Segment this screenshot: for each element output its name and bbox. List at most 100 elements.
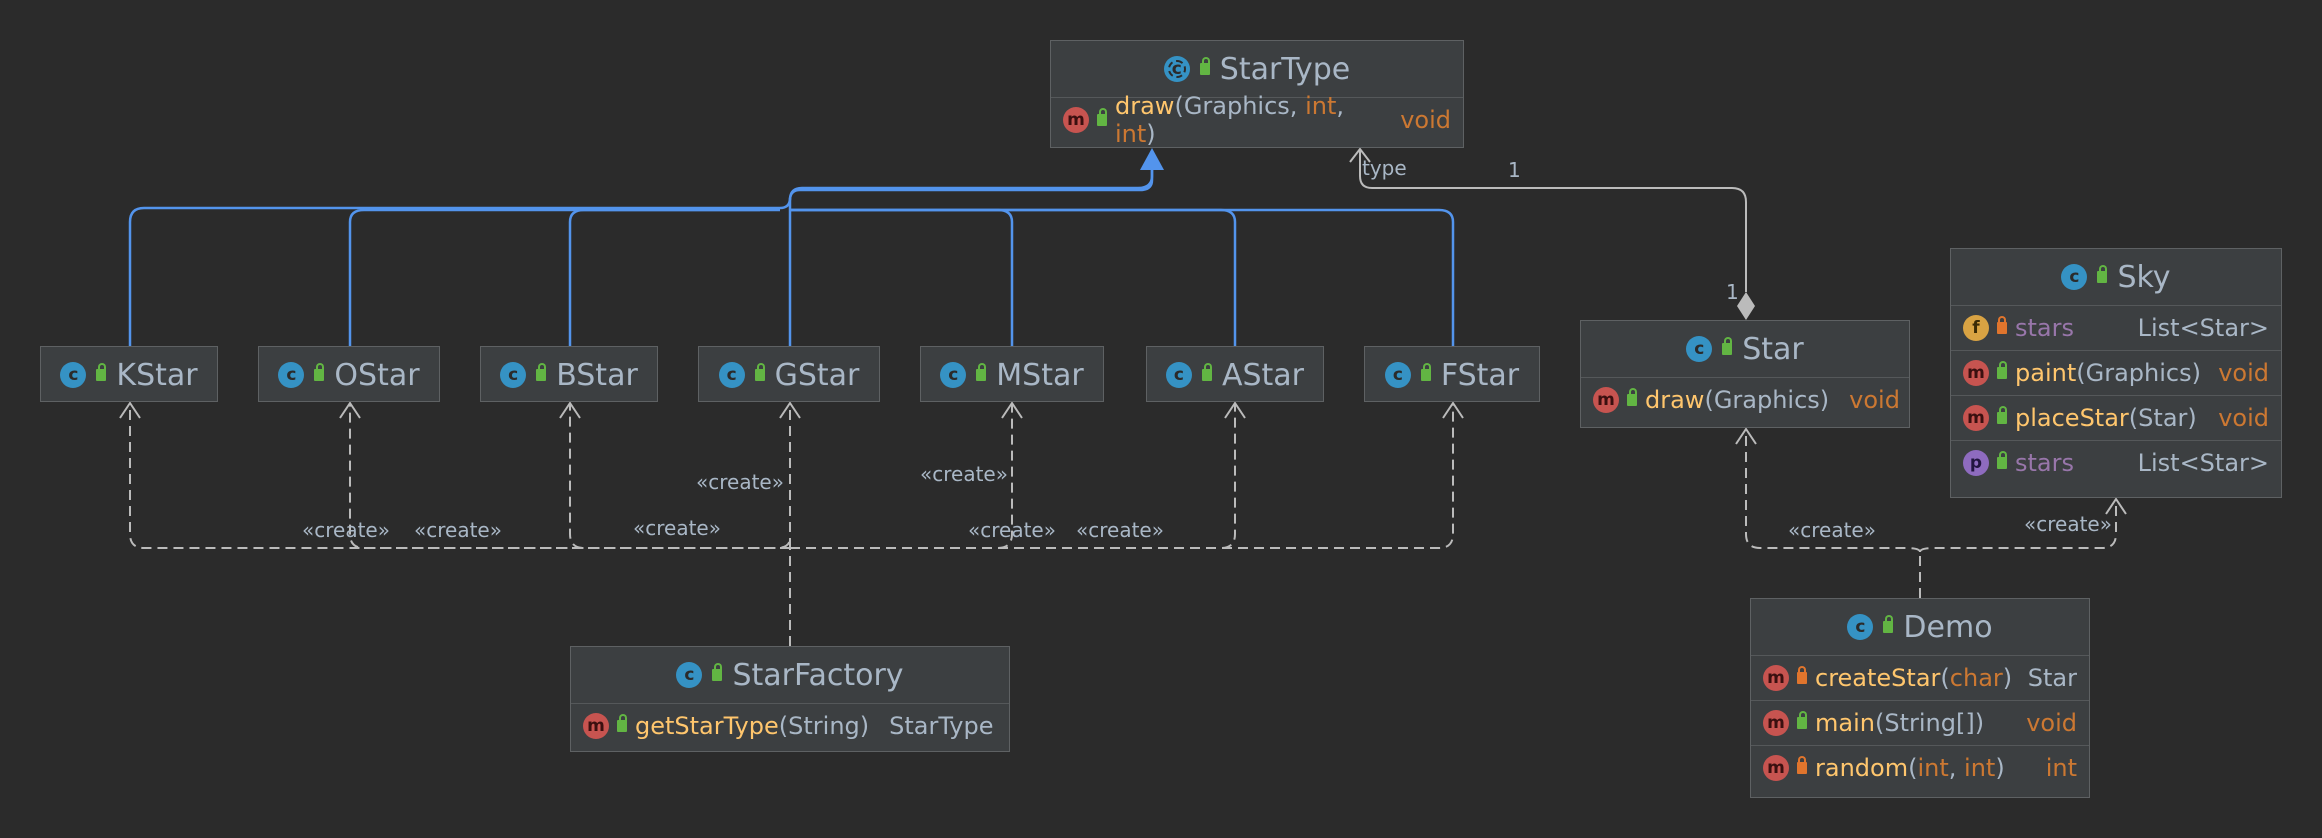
label-create-fstar: «create»: [1076, 518, 1164, 542]
class-name: BStar: [556, 357, 638, 393]
node-star[interactable]: c Star m draw(Graphics) void: [1580, 320, 1910, 428]
member-placestar[interactable]: m placeStar(Star) void: [1951, 395, 2281, 440]
member-main[interactable]: m main(String[]) void: [1751, 700, 2089, 745]
method-icon: m: [1063, 107, 1089, 133]
public-icon: [1797, 711, 1807, 729]
member-getstartype[interactable]: m getStarType(String) StarType: [571, 703, 1009, 748]
node-header: c GStar: [699, 347, 879, 403]
class-icon: c: [718, 362, 745, 388]
class-icon: c: [60, 362, 87, 388]
param-type: Graphics: [2085, 359, 2192, 387]
property-icon: p: [1963, 450, 1989, 476]
member-draw[interactable]: m draw(Graphics) void: [1581, 377, 1909, 422]
method-icon: m: [1963, 360, 1989, 386]
abstract-class-icon: c: [1163, 56, 1190, 82]
method-name: main: [1815, 709, 1875, 737]
node-kstar[interactable]: c KStar: [40, 346, 218, 402]
public-icon: [1199, 57, 1210, 75]
node-header: c Star: [1581, 321, 1909, 377]
class-icon: c: [1384, 362, 1411, 388]
method-signature: draw(Graphics, int, int): [1115, 92, 1344, 148]
node-startype[interactable]: c StarType m draw(Graphics, int, int) vo…: [1050, 40, 1464, 148]
public-icon: [1997, 451, 2007, 469]
public-icon: [1883, 615, 1894, 633]
label-type: type: [1362, 156, 1407, 180]
return-type: void: [1400, 106, 1451, 134]
property-type: List<Star>: [2137, 449, 2269, 477]
label-create-bstar: «create»: [633, 516, 721, 540]
method-signature: createStar(char): [1815, 664, 2013, 692]
inheritance-arrowhead: [1140, 148, 1164, 170]
class-icon: c: [1847, 614, 1874, 640]
node-sky[interactable]: c Sky f stars List<Star> m paint(Graphic…: [1950, 248, 2282, 498]
node-header: c MStar: [921, 347, 1103, 403]
class-name: StarFactory: [732, 657, 904, 693]
method-name: random: [1815, 754, 1909, 782]
node-header: c AStar: [1147, 347, 1323, 403]
class-icon: c: [2061, 264, 2088, 290]
class-name: FStar: [1440, 357, 1520, 393]
class-name: Sky: [2117, 259, 2171, 295]
node-header: c Demo: [1751, 599, 2089, 655]
label-create-ostar: «create»: [414, 518, 502, 542]
member-paint[interactable]: m paint(Graphics) void: [1951, 350, 2281, 395]
param-type: Graphics: [1183, 92, 1290, 120]
private-icon: [1797, 666, 1807, 684]
inheritance-edges: [128, 168, 1455, 348]
return-type: StarType: [889, 712, 994, 740]
method-name: draw: [1645, 386, 1705, 414]
member-random[interactable]: m random(int, int) int: [1751, 745, 2089, 790]
node-astar[interactable]: c AStar: [1146, 346, 1324, 402]
method-name: createStar: [1815, 664, 1941, 692]
public-icon: [1201, 363, 1212, 381]
node-header: c OStar: [259, 347, 439, 403]
edge-mstar-startype: [790, 208, 1014, 348]
param-type: char: [1949, 664, 2003, 692]
class-name: MStar: [996, 357, 1084, 393]
param-type: int: [1964, 754, 1996, 782]
member-field-stars[interactable]: f stars List<Star>: [1951, 305, 2281, 350]
create-edges-demo: [1745, 432, 2117, 598]
private-icon: [1997, 316, 2007, 334]
public-icon: [1420, 363, 1431, 381]
public-icon: [1997, 361, 2007, 379]
param-type: String: [788, 712, 860, 740]
create-arrowheads-demo: [1735, 427, 2127, 515]
member-createstar[interactable]: m createStar(char) Star: [1751, 655, 2089, 700]
node-header: c Sky: [1951, 249, 2281, 305]
method-signature: main(String[]): [1815, 709, 1985, 737]
public-icon: [2097, 265, 2108, 283]
public-icon: [96, 363, 107, 381]
node-mstar[interactable]: c MStar: [920, 346, 1104, 402]
field-type: List<Star>: [2137, 314, 2269, 342]
property-name: stars: [2015, 449, 2074, 477]
edge-bstar-startype: [568, 208, 780, 348]
node-ostar[interactable]: c OStar: [258, 346, 440, 402]
public-icon: [536, 363, 547, 381]
member-draw[interactable]: m draw(Graphics, int, int) void: [1051, 92, 1463, 148]
label-create-sky: «create»: [2024, 512, 2112, 536]
member-property-stars[interactable]: p stars List<Star>: [1951, 440, 2281, 485]
node-demo[interactable]: c Demo m createStar(char) Star m main(St…: [1750, 598, 2090, 798]
method-signature: placeStar(Star): [2015, 404, 2197, 432]
public-icon: [1722, 337, 1733, 355]
param-type: int: [1305, 92, 1337, 120]
node-gstar[interactable]: c GStar: [698, 346, 880, 402]
public-icon: [754, 363, 765, 381]
node-fstar[interactable]: c FStar: [1364, 346, 1540, 402]
label-create-kstar: «create»: [302, 518, 390, 542]
create-arrowheads-factory: [119, 401, 1464, 419]
label-create-gstar: «create»: [696, 470, 784, 494]
edge-fstar-startype: [790, 208, 1455, 348]
param-type: int: [1115, 120, 1147, 148]
class-name: AStar: [1221, 357, 1305, 393]
class-name: GStar: [774, 357, 860, 393]
node-starfactory[interactable]: c StarFactory m getStarType(String) Star…: [570, 646, 1010, 752]
label-multiplicity-type: 1: [1508, 158, 1521, 182]
node-bstar[interactable]: c BStar: [480, 346, 658, 402]
method-signature: paint(Graphics): [2015, 359, 2201, 387]
class-name: StarType: [1219, 51, 1351, 87]
class-name: KStar: [116, 357, 198, 393]
label-create-mstar: «create»: [920, 462, 1008, 486]
label-multiplicity-star: 1: [1726, 280, 1739, 304]
